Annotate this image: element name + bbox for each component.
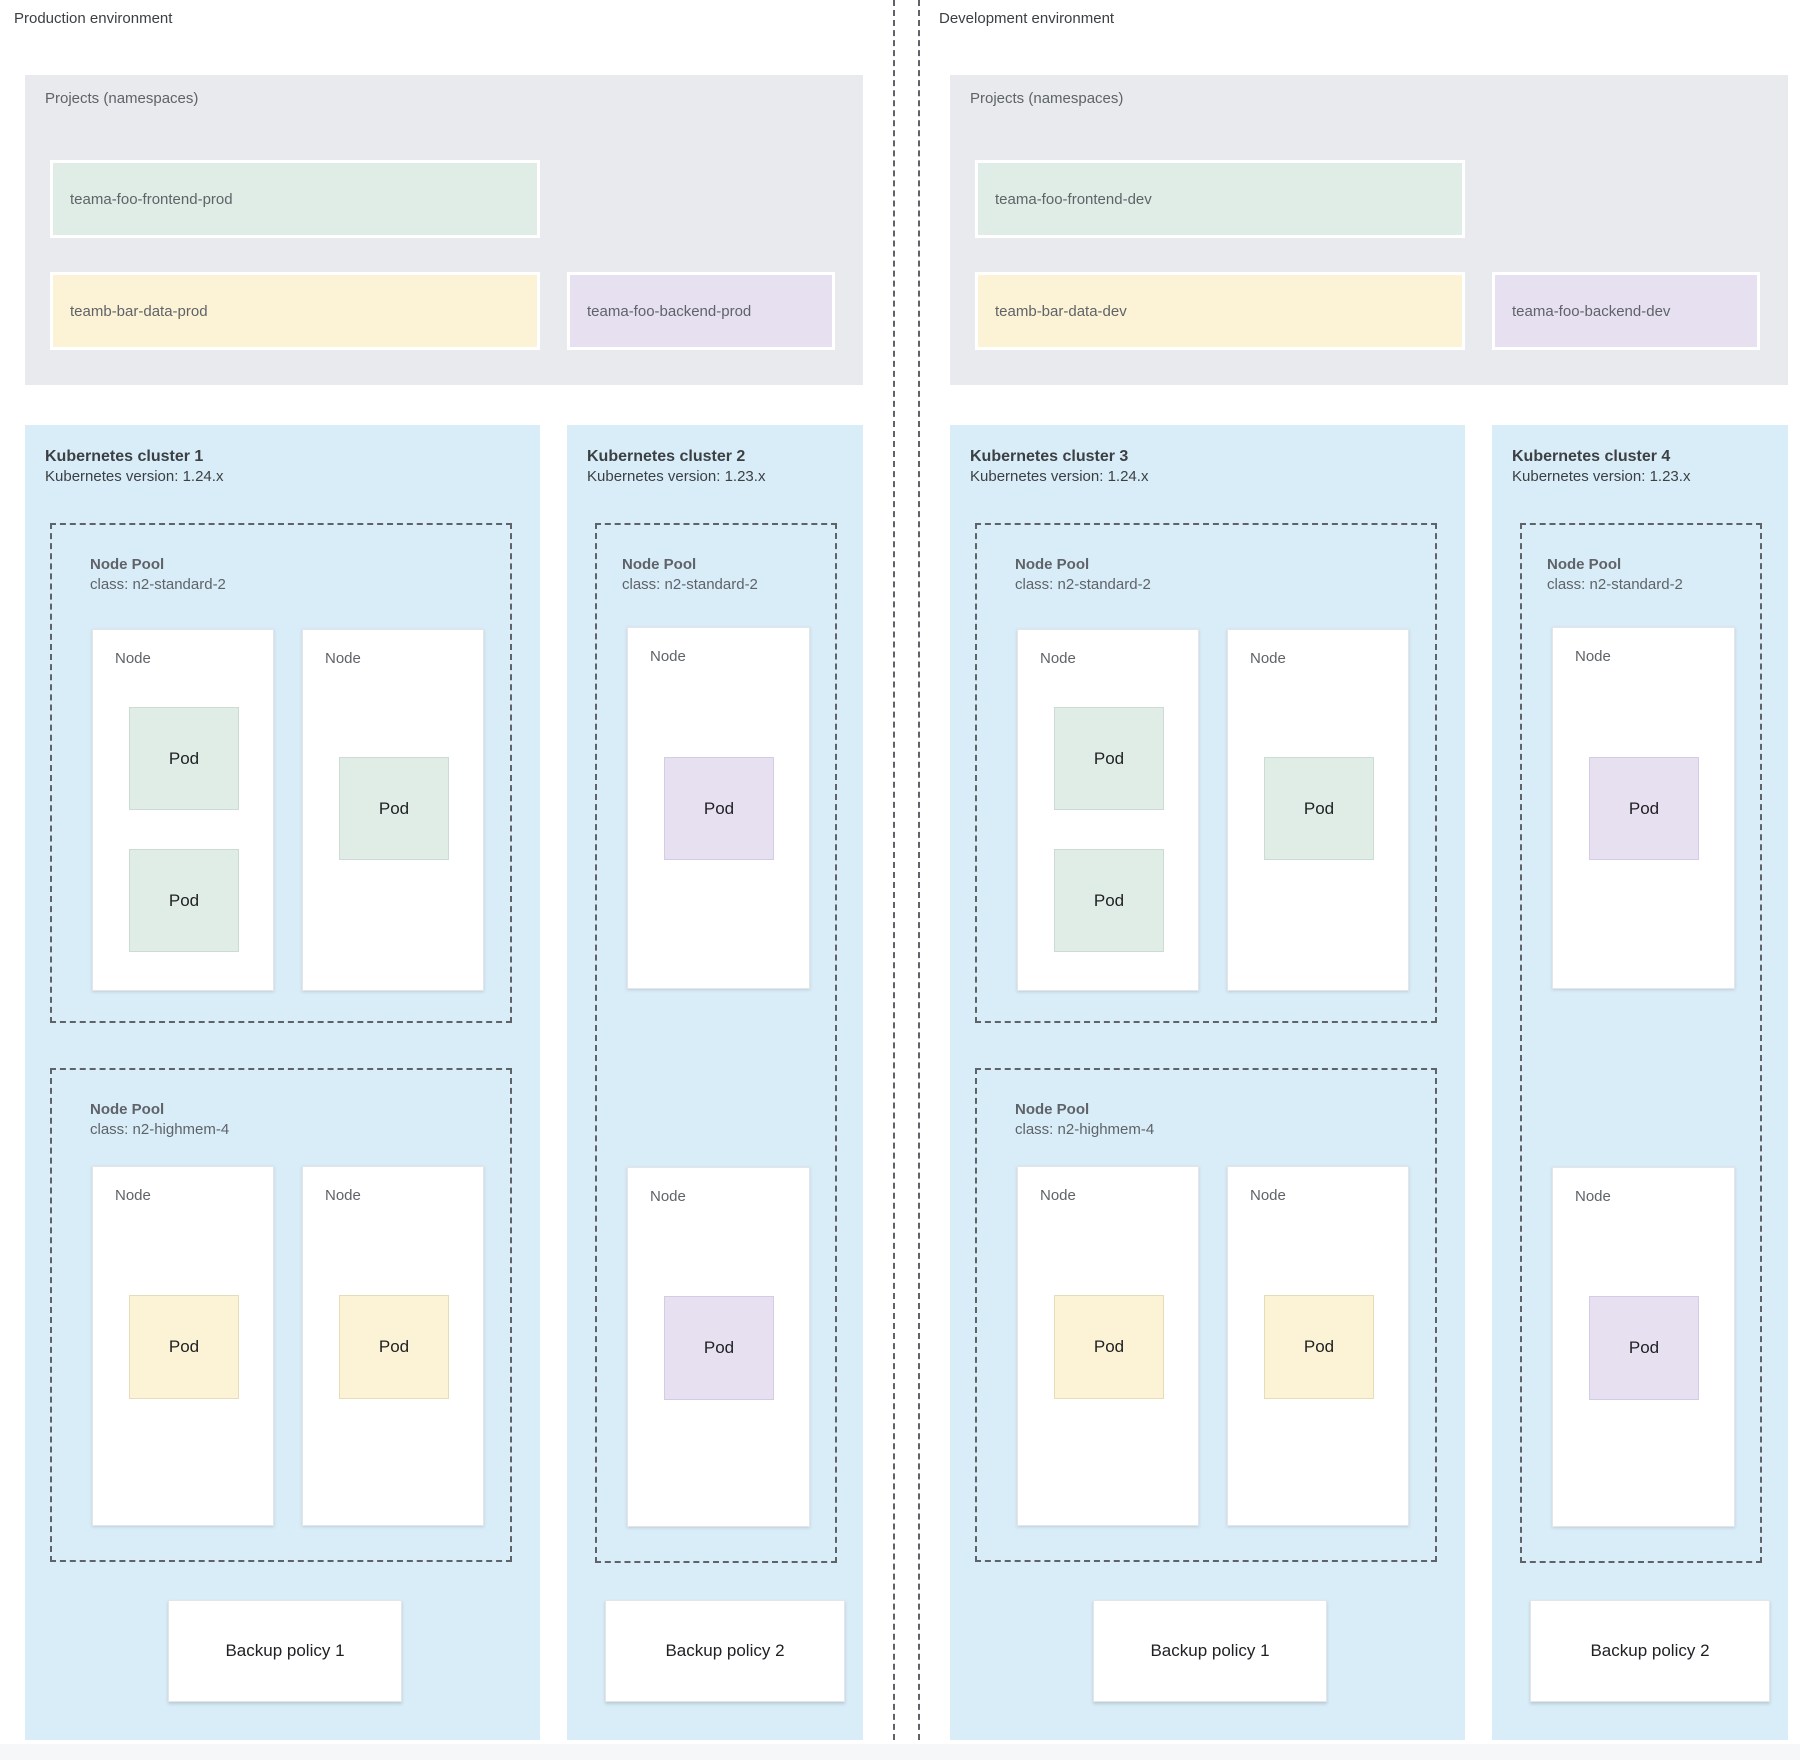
node-pool-standard: Node Pool class: n2-standard-2 Node Pod … [975, 523, 1437, 1023]
environment-label: Development environment [939, 10, 1115, 27]
pod: Pod [1054, 707, 1164, 810]
node-pool-highmem: Node Pool class: n2-highmem-4 Node Pod N… [50, 1068, 512, 1562]
node-pool-highmem: Node Pool class: n2-highmem-4 Node Pod N… [975, 1068, 1437, 1562]
node: Node Pod [1017, 1166, 1199, 1526]
cluster-header: Kubernetes cluster 4 Kubernetes version:… [1512, 447, 1690, 487]
node: Node Pod [1227, 629, 1409, 991]
node-pool-label-block: Node Pool class: n2-standard-2 [90, 555, 226, 596]
node: Node Pod [1552, 1167, 1735, 1527]
node: Node Pod [302, 629, 484, 991]
cluster-version: Kubernetes version: 1.24.x [45, 468, 224, 485]
node-label: Node [1040, 1187, 1076, 1204]
node-pool-class: class: n2-highmem-4 [90, 1121, 230, 1139]
environment-label: Production environment [14, 10, 173, 27]
node-pool-class: class: n2-highmem-4 [1015, 1121, 1155, 1139]
pod: Pod [1264, 757, 1374, 860]
cluster-title: Kubernetes cluster 2 [587, 448, 746, 465]
projects-namespaces-box: Projects (namespaces) teama-foo-frontend… [950, 75, 1788, 385]
node-pool-label: Node Pool [1015, 556, 1090, 573]
node-pool-standard: Node Pool class: n2-standard-2 Node Pod … [1520, 523, 1762, 1563]
cluster-title: Kubernetes cluster 4 [1512, 448, 1671, 465]
namespace-backend-prod: teama-foo-backend-prod [567, 272, 835, 350]
environment-separator-line [893, 0, 895, 1760]
node-label: Node [325, 1187, 361, 1204]
node-pool-label-block: Node Pool class: n2-highmem-4 [90, 1100, 229, 1141]
pod: Pod [1054, 849, 1164, 952]
environment-separator-line [918, 0, 920, 1760]
node-label: Node [1575, 1188, 1611, 1205]
pod: Pod [664, 1296, 774, 1400]
pod: Pod [1589, 1296, 1699, 1400]
node-pool-label-block: Node Pool class: n2-standard-2 [622, 555, 758, 596]
pod: Pod [129, 1295, 239, 1399]
node: Node Pod Pod [1017, 629, 1199, 991]
node-pool-label: Node Pool [1015, 1101, 1090, 1118]
backup-policy-1: Backup policy 1 [1093, 1600, 1327, 1702]
namespace-frontend-dev: teama-foo-frontend-dev [975, 160, 1465, 238]
node-label: Node [650, 648, 686, 665]
pod: Pod [129, 849, 239, 952]
namespace-data-dev: teamb-bar-data-dev [975, 272, 1465, 350]
namespace-frontend-prod: teama-foo-frontend-prod [50, 160, 540, 238]
node: Node Pod Pod [92, 629, 274, 991]
cluster-version: Kubernetes version: 1.23.x [587, 468, 766, 485]
node-pool-standard: Node Pool class: n2-standard-2 Node Pod … [595, 523, 837, 1563]
backup-policy-2: Backup policy 2 [1530, 1600, 1770, 1702]
node: Node Pod [302, 1166, 484, 1526]
projects-title: Projects (namespaces) [970, 90, 1124, 107]
pod: Pod [1589, 757, 1699, 860]
node-label: Node [1250, 1187, 1286, 1204]
node: Node Pod [1227, 1166, 1409, 1526]
node-pool-label: Node Pool [622, 556, 697, 573]
node-pool-label-block: Node Pool class: n2-standard-2 [1547, 555, 1683, 596]
node-pool-class: class: n2-standard-2 [622, 576, 758, 594]
node-pool-label: Node Pool [90, 556, 165, 573]
namespace-data-prod: teamb-bar-data-prod [50, 272, 540, 350]
node-label: Node [1575, 648, 1611, 665]
production-environment: Production environment Projects (namespa… [0, 0, 875, 1760]
node: Node Pod [1552, 627, 1735, 989]
node: Node Pod [92, 1166, 274, 1526]
pod: Pod [664, 757, 774, 860]
development-environment: Development environment Projects (namesp… [925, 0, 1800, 1760]
cluster-title: Kubernetes cluster 3 [970, 448, 1129, 465]
node-label: Node [1040, 650, 1076, 667]
node-label: Node [115, 650, 151, 667]
node-label: Node [325, 650, 361, 667]
projects-namespaces-box: Projects (namespaces) teama-foo-frontend… [25, 75, 863, 385]
cluster-header: Kubernetes cluster 3 Kubernetes version:… [970, 447, 1148, 487]
kubernetes-cluster-4: Kubernetes cluster 4 Kubernetes version:… [1492, 425, 1788, 1740]
backup-policy-1: Backup policy 1 [168, 1600, 402, 1702]
backup-policy-2: Backup policy 2 [605, 1600, 845, 1702]
pod: Pod [1264, 1295, 1374, 1399]
pod: Pod [1054, 1295, 1164, 1399]
node: Node Pod [627, 627, 810, 989]
cluster-header: Kubernetes cluster 1 Kubernetes version:… [45, 447, 223, 487]
node-pool-label: Node Pool [90, 1101, 165, 1118]
node-pool-class: class: n2-standard-2 [1015, 576, 1151, 594]
node-pool-label-block: Node Pool class: n2-highmem-4 [1015, 1100, 1154, 1141]
cluster-header: Kubernetes cluster 2 Kubernetes version:… [587, 447, 765, 487]
cluster-version: Kubernetes version: 1.24.x [970, 468, 1149, 485]
cluster-version: Kubernetes version: 1.23.x [1512, 468, 1691, 485]
node-pool-label: Node Pool [1547, 556, 1622, 573]
footer-strip [0, 1744, 1800, 1760]
pod: Pod [339, 757, 449, 860]
cluster-title: Kubernetes cluster 1 [45, 448, 204, 465]
kubernetes-cluster-2: Kubernetes cluster 2 Kubernetes version:… [567, 425, 863, 1740]
node: Node Pod [627, 1167, 810, 1527]
node-pool-standard: Node Pool class: n2-standard-2 Node Pod … [50, 523, 512, 1023]
node-label: Node [115, 1187, 151, 1204]
node-pool-label-block: Node Pool class: n2-standard-2 [1015, 555, 1151, 596]
node-pool-class: class: n2-standard-2 [90, 576, 226, 594]
kubernetes-cluster-1: Kubernetes cluster 1 Kubernetes version:… [25, 425, 540, 1740]
node-label: Node [650, 1188, 686, 1205]
namespace-backend-dev: teama-foo-backend-dev [1492, 272, 1760, 350]
projects-title: Projects (namespaces) [45, 90, 199, 107]
kubernetes-cluster-3: Kubernetes cluster 3 Kubernetes version:… [950, 425, 1465, 1740]
node-pool-class: class: n2-standard-2 [1547, 576, 1683, 594]
pod: Pod [129, 707, 239, 810]
node-label: Node [1250, 650, 1286, 667]
pod: Pod [339, 1295, 449, 1399]
